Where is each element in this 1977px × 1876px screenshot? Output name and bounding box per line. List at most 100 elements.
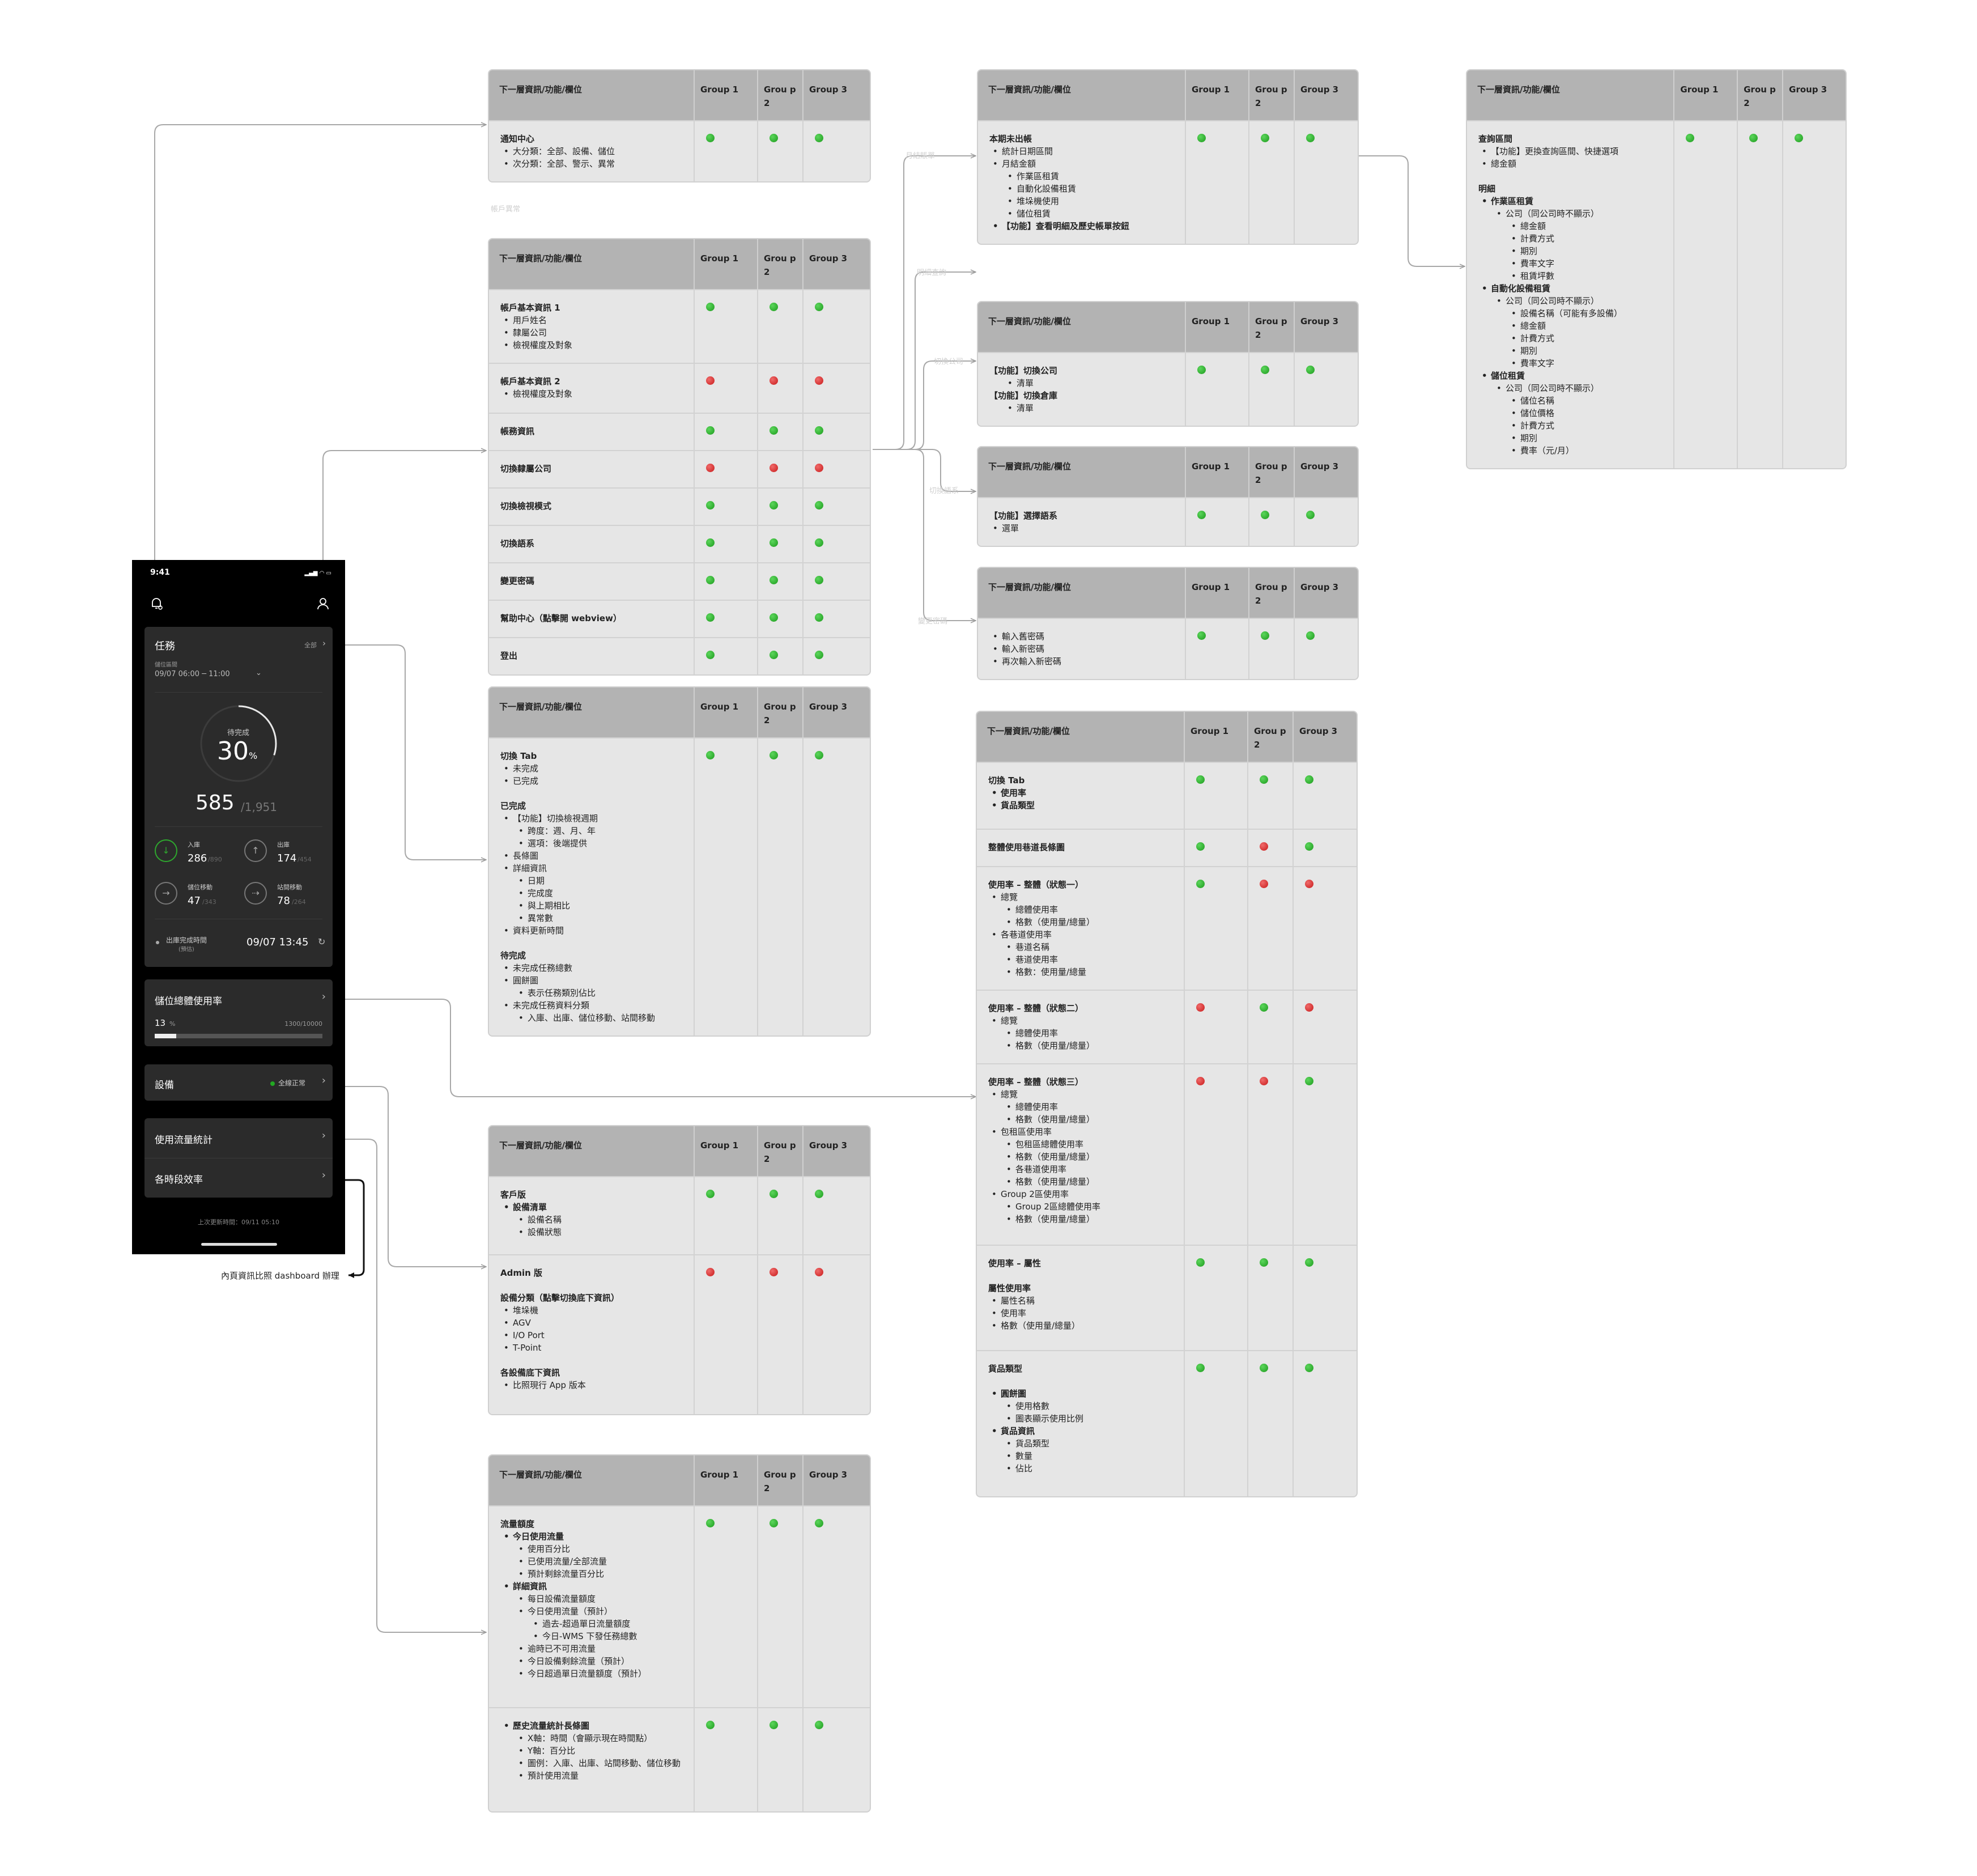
status-dot-red <box>706 1268 715 1276</box>
status-dot-green <box>1196 842 1205 851</box>
list-item: 使用率 <box>988 787 1178 799</box>
efficiency-row[interactable]: 各時段效率 › <box>144 1158 333 1198</box>
column-header-g2: Grou p 2 <box>1248 302 1294 352</box>
status-dot-red <box>1196 1003 1205 1012</box>
table-row: 整體使用巷道長條圖 <box>977 829 1357 866</box>
status-dot-green <box>1196 880 1205 888</box>
chevron-right-icon: › <box>321 991 326 1003</box>
row-description: 歷史流量統計長條圖X軸：時間（會顯示現在時間點）Y軸：百分比圖例：入庫、出庫、站… <box>489 1708 694 1811</box>
column-header-g3: Group 3 <box>1782 70 1846 120</box>
item-title: 切換隸屬公司 <box>500 464 552 474</box>
item-title: 本期未出帳 <box>989 134 1032 144</box>
status-dot-green <box>769 751 778 759</box>
status-dot-red <box>1196 1077 1205 1085</box>
column-header-info: 下一層資訊/功能/欄位 <box>499 1140 582 1151</box>
list-item: 輸入舊密碼 <box>989 630 1179 643</box>
chevron-right-icon: › <box>322 638 326 648</box>
list-item: 每日設備流量額度 <box>500 1593 688 1605</box>
column-header-g3: Group 3 <box>1294 302 1357 352</box>
list-item: 儲位租賃 <box>989 207 1179 220</box>
progress-ring <box>200 705 277 782</box>
list-item: 檢視權度及對象 <box>500 388 688 400</box>
status-dot-green <box>1197 511 1206 519</box>
status-dot-green <box>1260 1364 1268 1372</box>
list-item: 選單 <box>989 522 1179 534</box>
status-dot-green <box>769 426 778 435</box>
column-header-g2: Grou p 2 <box>757 687 802 737</box>
status-dot-green <box>1261 134 1269 142</box>
refresh-icon[interactable]: ↻ <box>318 936 326 947</box>
row-description: 切換檢視模式 <box>489 489 694 525</box>
equipment-card[interactable]: 設備 全線正常 › <box>144 1064 333 1101</box>
row-description: 查詢區間【功能】更換查詢區間、快捷選項總金額明細作業區租賃公司（同公司時不顯示）… <box>1467 121 1673 468</box>
list-item: 圓餅圖 <box>500 974 688 987</box>
table-row: 幫助中心（點擊開 webview） <box>489 600 870 637</box>
row-description: 整體使用巷道長條圖 <box>977 830 1184 866</box>
list-item: 今日-WMS 下發任務總數 <box>500 1630 688 1642</box>
user-icon[interactable] <box>316 596 330 611</box>
storage-progress-fill <box>155 1034 177 1038</box>
row-description: 通知中心大分類：全部、設備、儲位次分類：全部、警示、異常 <box>489 121 694 181</box>
storage-title: 儲位總體使用率 <box>155 996 222 1007</box>
column-header-g1: Group 1 <box>1185 447 1248 497</box>
status-dot-green <box>706 134 715 142</box>
list-item: 長條圖 <box>500 850 688 862</box>
list-item: 使用率 <box>988 1307 1178 1319</box>
table-row: 通知中心大分類：全部、設備、儲位次分類：全部、警示、異常 <box>489 120 870 181</box>
traffic-title: 使用流量統計 <box>155 1135 212 1146</box>
column-header-info: 下一層資訊/功能/欄位 <box>499 702 582 712</box>
column-header-info: 下一層資訊/功能/欄位 <box>988 582 1071 592</box>
list-item: 使用格數 <box>988 1400 1178 1412</box>
status-dot-green <box>815 1519 823 1527</box>
status-dot <box>270 1081 275 1086</box>
list-item: 貨品類型 <box>988 799 1178 812</box>
table-row: 切換 Tab使用率貨品類型 <box>977 762 1357 829</box>
status-dot-green <box>1306 134 1315 142</box>
task-card[interactable]: 任務 全部 › 儲位區間 09/07 06:00 ─ 11:00 ⌄ 待完成 3… <box>144 627 333 967</box>
list-item: Group 2區使用率 <box>988 1188 1178 1200</box>
row-description: 幫助中心（點擊開 webview） <box>489 601 694 637</box>
status-dot-red <box>815 464 823 472</box>
status-dot-red <box>769 464 778 472</box>
list-item: 期別 <box>1478 345 1668 357</box>
stat-label: 儲位移動 <box>188 884 212 891</box>
status-dot-green <box>815 501 823 510</box>
stat-total: /454 <box>297 856 312 863</box>
item-title: 屬性使用率 <box>988 1283 1031 1293</box>
list-item: 總體使用率 <box>988 1101 1178 1113</box>
list-item: 今日超過單日流量額度（預計） <box>500 1667 688 1680</box>
storage-usage-card[interactable]: 儲位總體使用率 › 13 % 1300/10000 <box>144 979 333 1046</box>
table-row: 切換隸屬公司 <box>489 450 870 487</box>
status-dot-green <box>1305 1258 1313 1267</box>
list-item: 逾時已不可用流量 <box>500 1642 688 1655</box>
status-dot-green <box>706 1519 715 1527</box>
wire-label-company: 切換公司 <box>934 358 964 366</box>
item-title: 帳戶基本資訊 2 <box>500 376 560 387</box>
period-selector[interactable]: 09/07 06:00 ─ 11:00 <box>155 670 230 678</box>
equipment-title: 設備 <box>155 1080 174 1091</box>
status-time: 9:41 <box>150 568 170 577</box>
stat-label: 出庫 <box>277 841 290 848</box>
item-title: 【功能】切換倉庫 <box>989 391 1058 401</box>
status-dot-red <box>1305 880 1313 888</box>
list-item: 圖表顯示使用比例 <box>988 1412 1178 1425</box>
status-dot-green <box>815 576 823 584</box>
column-header-info: 下一層資訊/功能/欄位 <box>499 84 582 95</box>
list-item: 總覽 <box>988 1015 1178 1027</box>
table-row: 使用率 – 整體（狀態二）總覽總體使用率格數（使用量/總量） <box>977 990 1357 1063</box>
status-dot-green <box>1749 134 1758 142</box>
bell-icon[interactable] <box>149 596 164 611</box>
task-all-link[interactable]: 全部 <box>304 642 317 649</box>
ring-percent-unit: % <box>249 750 258 761</box>
list-item: 預計剩餘流量百分比 <box>500 1568 688 1580</box>
traffic-row[interactable]: 使用流量統計 › <box>144 1118 333 1158</box>
item-title: 使用率 – 整體（狀態一） <box>988 880 1083 890</box>
